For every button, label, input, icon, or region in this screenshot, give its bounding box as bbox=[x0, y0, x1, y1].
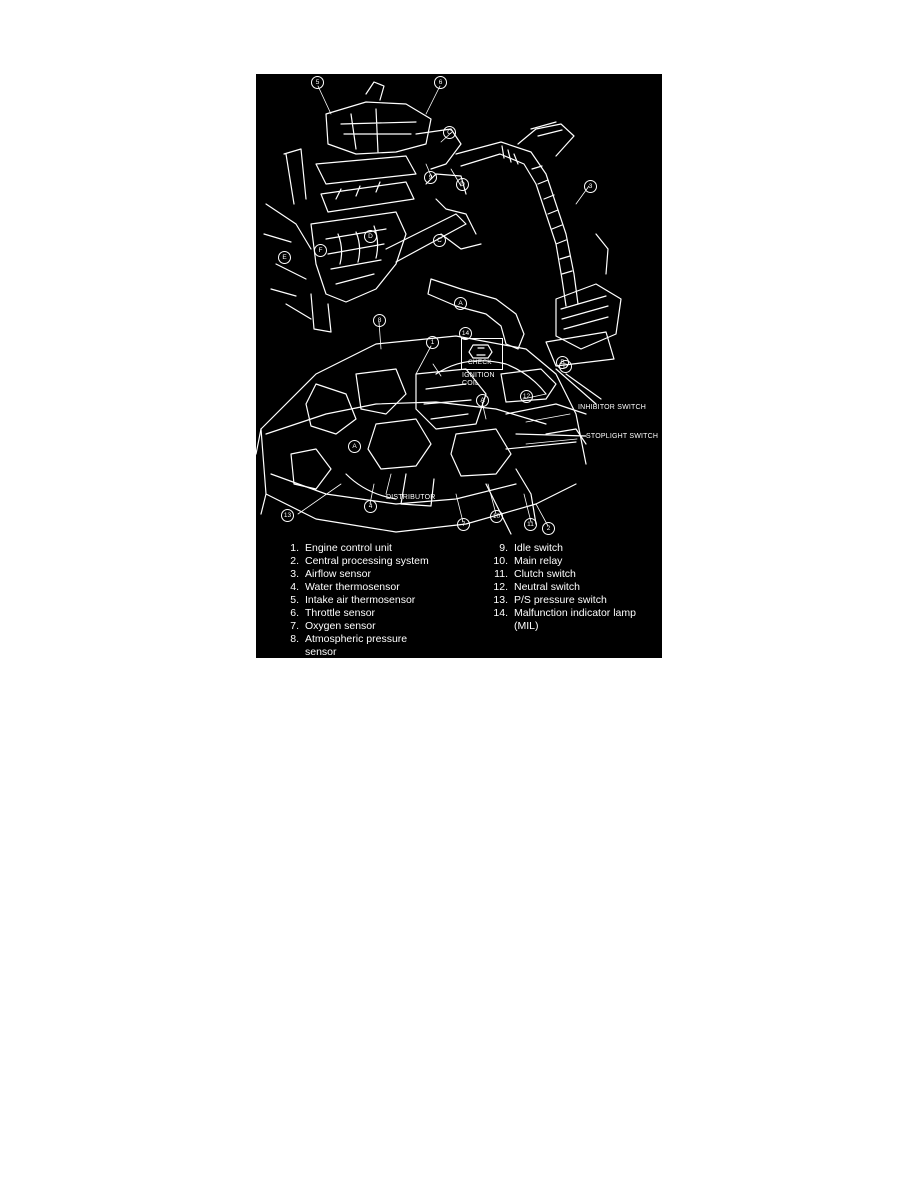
callout-11: 11 bbox=[524, 518, 537, 531]
callout-5: 5 bbox=[311, 76, 324, 89]
legend-item: 9.Idle switch bbox=[499, 542, 564, 554]
callout-d2: D bbox=[364, 230, 377, 243]
callout-13: 13 bbox=[281, 509, 294, 522]
inhibitor-switch-label: INHIBITOR SWITCH bbox=[578, 404, 647, 411]
stoplight-switch-label: STOPLIGHT SWITCH bbox=[586, 433, 659, 440]
leader-lines bbox=[297, 85, 590, 527]
callout-14: 14 bbox=[459, 327, 472, 340]
legend-item: 11.Clutch switch bbox=[494, 568, 576, 580]
callout-12: 12 bbox=[520, 390, 533, 403]
callout-9: 9 bbox=[424, 171, 437, 184]
callout-d: D bbox=[456, 178, 469, 191]
callout-d3: D bbox=[559, 360, 572, 373]
legend-left: 1.Engine control unit 2.Central processi… bbox=[283, 542, 429, 658]
callout-4: 4 bbox=[364, 500, 377, 513]
legend-item-continuation: (MIL) bbox=[514, 620, 539, 632]
legend-item-continuation: sensor bbox=[305, 646, 337, 658]
legend-item: 4.Water thermosensor bbox=[290, 581, 400, 593]
legend-item: 12.Neutral switch bbox=[493, 581, 580, 593]
component-location-diagram: 5 6 C 9 D 3 E F D C A B 14 8 1 12 A 13 4… bbox=[256, 74, 662, 658]
legend-item: 1.Engine control unit bbox=[290, 542, 392, 554]
legend-item: 13.P/S pressure switch bbox=[493, 594, 607, 606]
callout-7: 7 bbox=[457, 518, 470, 531]
legend-item: 6.Throttle sensor bbox=[290, 607, 376, 619]
callout-c: C bbox=[443, 126, 456, 139]
callout-a2: A bbox=[476, 394, 489, 407]
callout-c2: C bbox=[433, 234, 446, 247]
check-engine-lamp-drawing bbox=[468, 344, 493, 359]
intake-manifold-drawing bbox=[263, 81, 482, 333]
ignition-coil-label: IGNITION COIL bbox=[462, 372, 495, 387]
air-intake-duct-drawing bbox=[455, 121, 622, 367]
callout-a: A bbox=[454, 297, 467, 310]
callout-a3: A bbox=[348, 440, 361, 453]
callout-8: 8 bbox=[373, 314, 386, 327]
check-label: CHECK bbox=[468, 359, 492, 366]
legend-right: 9.Idle switch 10.Main relay 11.Clutch sw… bbox=[492, 542, 636, 633]
callout-6: 6 bbox=[434, 76, 447, 89]
legend-item: 8.Atmospheric pressure bbox=[290, 633, 408, 645]
legend-item: 2.Central processing system bbox=[290, 555, 429, 567]
engine-linework bbox=[256, 81, 622, 535]
callout-2: 2 bbox=[542, 522, 555, 535]
engine-bay-drawing bbox=[256, 335, 602, 535]
callout-1: 1 bbox=[426, 336, 439, 349]
callout-e: E bbox=[278, 251, 291, 264]
legend-item: 7.Oxygen sensor bbox=[290, 620, 376, 632]
check-lamp-box bbox=[461, 338, 503, 370]
callout-f: F bbox=[314, 244, 327, 257]
callout-10: 10 bbox=[490, 510, 503, 523]
callout-3: 3 bbox=[584, 180, 597, 193]
legend-item: 10.Main relay bbox=[493, 555, 563, 567]
legend-item: 14.Malfunction indicator lamp bbox=[493, 607, 636, 619]
legend-item: 3.Airflow sensor bbox=[290, 568, 371, 580]
distributor-label: DISTRIBUTOR bbox=[386, 494, 436, 501]
legend-item: 5.Intake air thermosensor bbox=[290, 594, 416, 606]
